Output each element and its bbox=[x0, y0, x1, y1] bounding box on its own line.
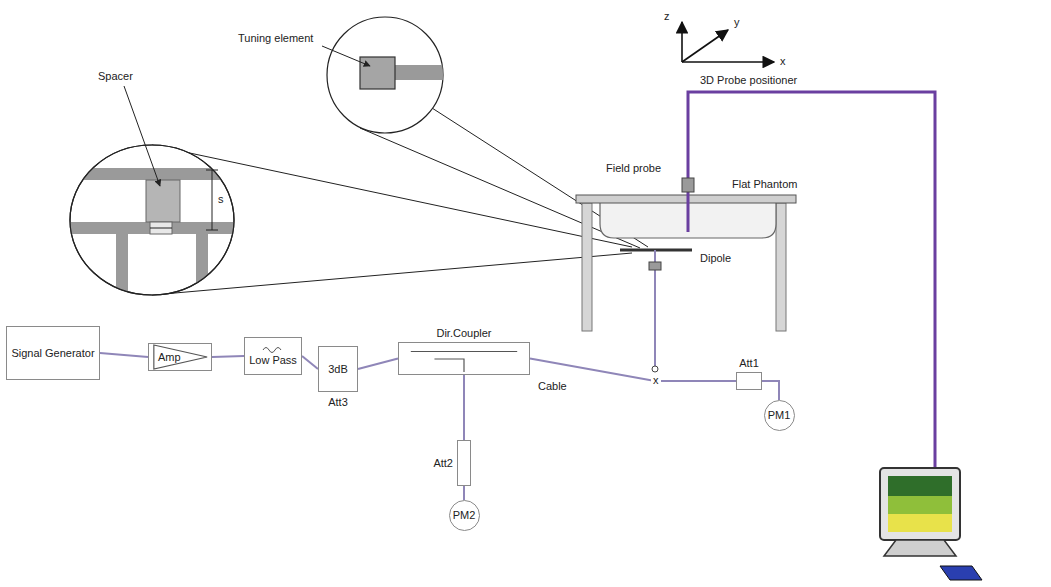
phantom-table bbox=[576, 195, 796, 331]
dipole bbox=[620, 250, 692, 372]
cable-connector bbox=[100, 353, 148, 357]
amplifier-box: Amp bbox=[148, 343, 212, 371]
part-label: Spacer bbox=[98, 70, 133, 83]
spacer-callout bbox=[124, 86, 160, 186]
attenuator-box: Att2 bbox=[457, 440, 471, 486]
cable-connector bbox=[358, 359, 398, 370]
part-label: 3D Probe positioner bbox=[700, 74, 797, 87]
cable-connector bbox=[463, 375, 465, 440]
box-label: Att2 bbox=[433, 457, 453, 470]
spacer-zoom bbox=[60, 145, 250, 304]
part-label: z bbox=[664, 10, 670, 23]
tuning-callout bbox=[322, 46, 370, 66]
computer bbox=[880, 468, 982, 580]
generator-box: Signal Generator bbox=[6, 326, 100, 380]
box-label: Signal Generator bbox=[11, 347, 94, 360]
cable-connector bbox=[212, 356, 244, 357]
part-label: Dipole bbox=[700, 252, 731, 265]
part-label: x bbox=[651, 374, 661, 387]
attenuator-box: 3dBAtt3 bbox=[318, 346, 358, 392]
tuning-zoom bbox=[327, 17, 455, 133]
part-label: Field probe bbox=[606, 162, 661, 175]
part-label: Cable bbox=[538, 380, 567, 393]
box-label: PM2 bbox=[453, 509, 476, 522]
box-label: Low Pass bbox=[249, 354, 297, 367]
box-label: PM1 bbox=[768, 409, 791, 422]
box-label: Dir.Coupler bbox=[436, 327, 491, 340]
coupler-box: Dir.Coupler bbox=[398, 342, 530, 375]
cable-connector bbox=[302, 356, 318, 369]
part-label: x bbox=[780, 55, 786, 68]
attenuator-box: Att1 bbox=[736, 372, 762, 390]
box-label: Att3 bbox=[328, 396, 348, 409]
probe-positioner bbox=[682, 92, 935, 468]
power-meter: PM2 bbox=[449, 500, 480, 531]
part-label: Tuning element bbox=[238, 32, 313, 45]
cable-connector bbox=[463, 486, 465, 500]
part-label: s bbox=[218, 193, 224, 206]
box-label: Att1 bbox=[739, 357, 759, 370]
power-meter: PM1 bbox=[764, 400, 795, 431]
lowpass-box: Low Pass bbox=[244, 337, 302, 375]
part-label: Flat Phantom bbox=[732, 178, 797, 191]
cable-connector bbox=[530, 359, 736, 382]
filter-symbol bbox=[262, 345, 284, 354]
part-label: y bbox=[734, 16, 740, 29]
box-label: Amp bbox=[158, 351, 181, 364]
coupler-symbol bbox=[399, 343, 529, 374]
axes bbox=[682, 22, 774, 62]
cable-connector bbox=[762, 381, 779, 400]
box-label: 3dB bbox=[328, 363, 348, 376]
